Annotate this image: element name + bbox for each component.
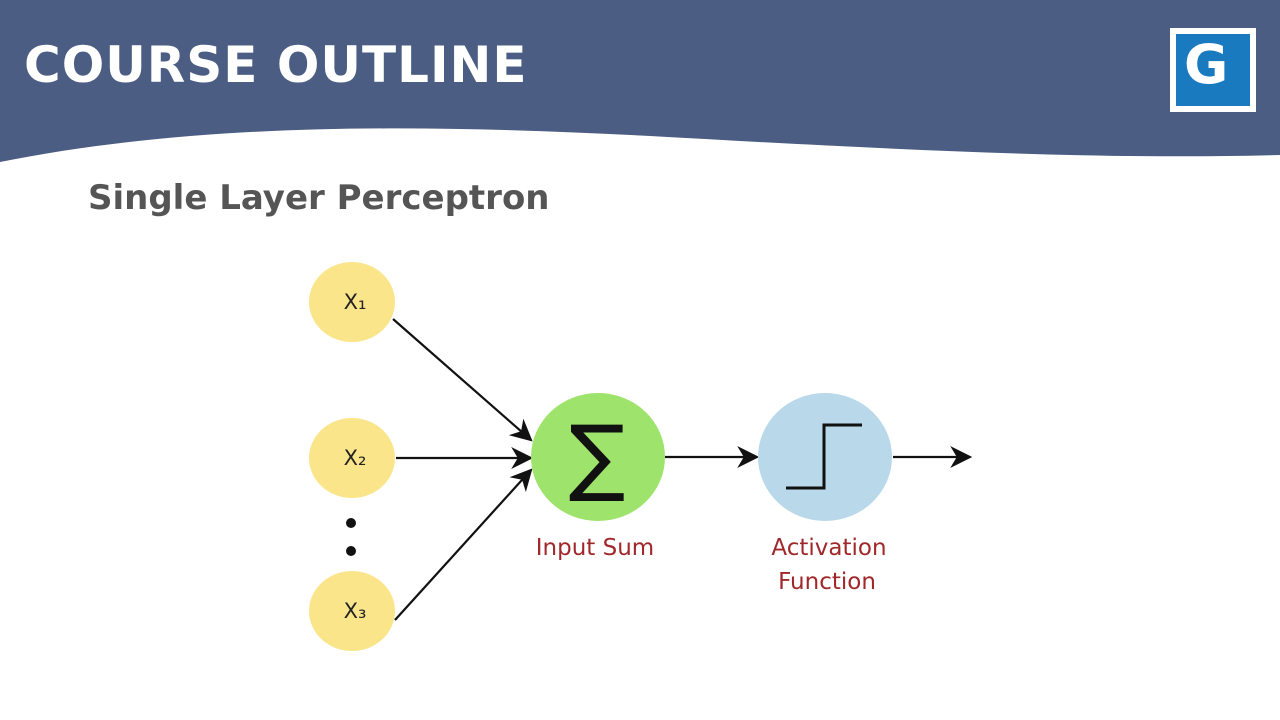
slide-subtitle: Single Layer Perceptron	[88, 178, 550, 218]
ellipsis-dot-2	[346, 546, 356, 556]
input-node-x3	[309, 571, 395, 651]
logo-letter: G	[1184, 34, 1229, 96]
ellipsis-dot-1	[346, 518, 356, 528]
activation-caption-line2: Function	[778, 569, 876, 595]
input-label-x1: X₁	[344, 290, 367, 314]
input-node-x1	[309, 262, 395, 342]
page-title: COURSE OUTLINE	[24, 36, 528, 94]
step-function-icon	[786, 423, 862, 490]
logo-sub-letter: i	[1224, 72, 1232, 96]
logo-mark: G i	[1176, 34, 1250, 106]
activation-caption-line1: Activation	[771, 535, 886, 561]
brand-logo: G i	[1170, 28, 1256, 112]
edge-x1-to-sum	[392, 318, 533, 442]
sigma-icon: ∑	[569, 407, 626, 505]
header-band	[0, 0, 1280, 162]
sum-caption: Input Sum	[536, 535, 654, 561]
input-node-x2	[309, 418, 395, 498]
input-label-x3: X₃	[344, 599, 367, 623]
edge-x3-to-sum	[394, 468, 533, 621]
sum-node	[531, 393, 665, 521]
input-label-x2: X₂	[344, 446, 367, 470]
